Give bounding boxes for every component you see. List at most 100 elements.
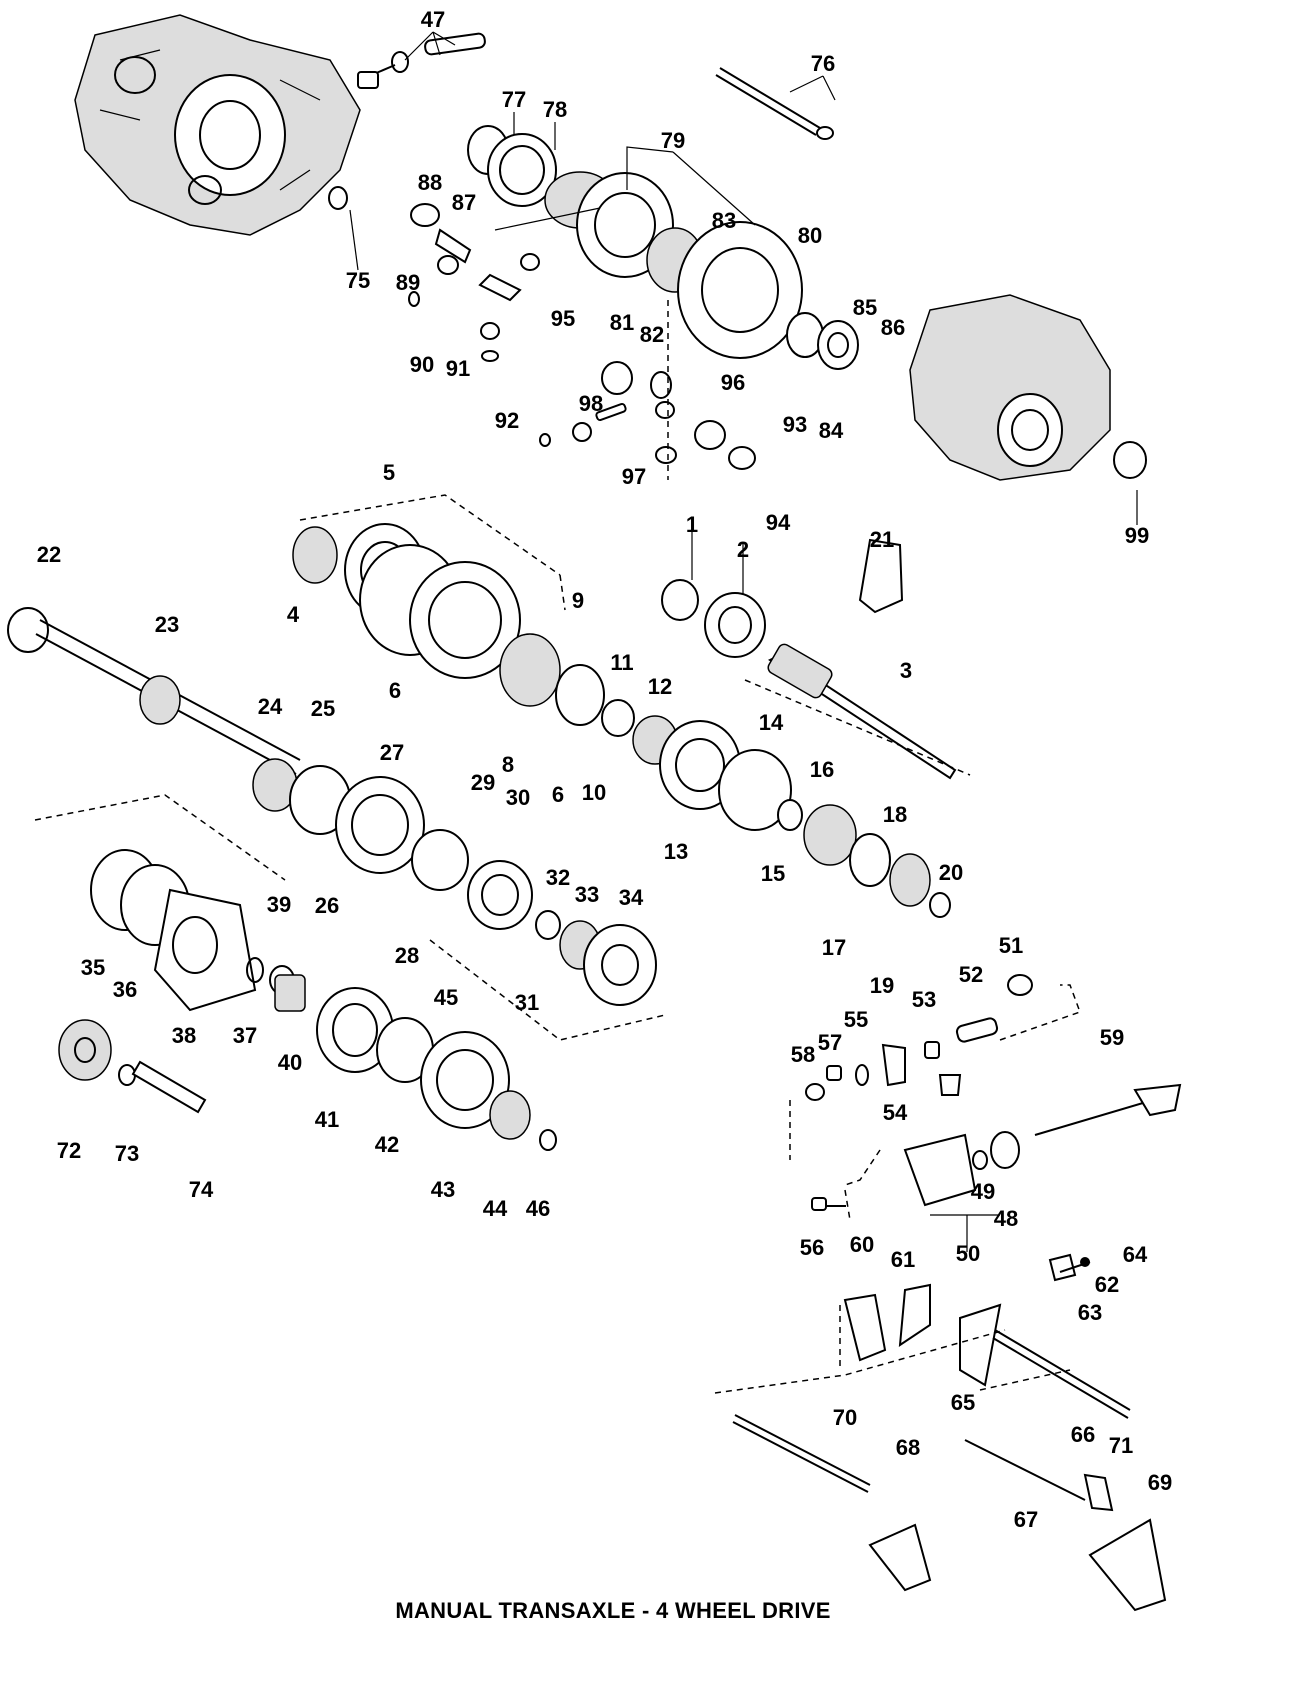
diagram-caption: MANUAL TRANSAXLE - 4 WHEEL DRIVE <box>395 1598 830 1623</box>
part-number-27: 27 <box>380 740 404 765</box>
part-number-49: 49 <box>971 1179 995 1204</box>
part-number-90: 90 <box>410 352 434 377</box>
part-number-36: 36 <box>113 977 137 1002</box>
part-number-42: 42 <box>375 1132 399 1157</box>
part-number-74: 74 <box>189 1177 214 1202</box>
part-number-62: 62 <box>1095 1272 1119 1297</box>
part-number-80: 80 <box>798 223 822 248</box>
shift-mechanism-group <box>714 974 1182 1612</box>
part-number-54: 54 <box>883 1100 908 1125</box>
part-number-95: 95 <box>551 306 575 331</box>
part-number-69: 69 <box>1148 1470 1172 1495</box>
part-number-75: 75 <box>346 268 370 293</box>
transaxle-case-left <box>74 14 361 236</box>
part-number-77: 77 <box>502 87 526 112</box>
part-number-87: 87 <box>452 190 476 215</box>
part-number-76: 76 <box>811 51 835 76</box>
part-number-12: 12 <box>648 674 672 699</box>
part-number-26: 26 <box>315 893 339 918</box>
part-number-labels: 1 2 3 4 5 6 6 8 9 10 11 12 13 14 15 16 1… <box>37 7 1172 1532</box>
part-number-30: 30 <box>506 785 530 810</box>
part-number-84: 84 <box>819 418 844 443</box>
part-number-3: 3 <box>900 658 912 683</box>
part-number-78: 78 <box>543 97 567 122</box>
part-number-6a: 6 <box>389 678 401 703</box>
part-number-35: 35 <box>81 955 105 980</box>
part-number-73: 73 <box>115 1141 139 1166</box>
part-number-85: 85 <box>853 295 877 320</box>
part-number-18: 18 <box>883 802 907 827</box>
part-number-15: 15 <box>761 861 785 886</box>
part-number-44: 44 <box>483 1196 508 1221</box>
part-number-96: 96 <box>721 370 745 395</box>
part-number-59: 59 <box>1100 1025 1124 1050</box>
part-number-68: 68 <box>896 1435 920 1460</box>
part-number-72: 72 <box>57 1138 81 1163</box>
part-number-48: 48 <box>994 1206 1018 1231</box>
part-number-99: 99 <box>1125 523 1149 548</box>
part-number-31: 31 <box>515 990 539 1015</box>
transaxle-case-right <box>909 294 1147 481</box>
part-number-61: 61 <box>891 1247 915 1272</box>
part-number-89: 89 <box>396 270 420 295</box>
part-number-60: 60 <box>850 1232 874 1257</box>
part-number-83: 83 <box>712 208 736 233</box>
part-number-63: 63 <box>1078 1300 1102 1325</box>
part-number-57: 57 <box>818 1030 842 1055</box>
main-gear-train <box>292 494 951 918</box>
part-number-92: 92 <box>495 408 519 433</box>
part-number-51: 51 <box>999 933 1023 958</box>
part-number-52: 52 <box>959 962 983 987</box>
part-number-71: 71 <box>1109 1433 1133 1458</box>
part-number-28: 28 <box>395 943 419 968</box>
part-number-9: 9 <box>572 588 584 613</box>
part-number-40: 40 <box>278 1050 302 1075</box>
part-number-64: 64 <box>1123 1242 1148 1267</box>
part-number-17: 17 <box>822 935 846 960</box>
part-number-16: 16 <box>810 757 834 782</box>
part-number-97: 97 <box>622 464 646 489</box>
part-number-98: 98 <box>579 391 603 416</box>
part-number-93: 93 <box>783 412 807 437</box>
part-number-6b: 6 <box>552 782 564 807</box>
part-number-24: 24 <box>258 694 283 719</box>
part-number-25: 25 <box>311 696 335 721</box>
part-number-53: 53 <box>912 987 936 1012</box>
part-number-10: 10 <box>582 780 606 805</box>
part-number-55: 55 <box>844 1007 868 1032</box>
part-number-39: 39 <box>267 892 291 917</box>
part-number-65: 65 <box>951 1390 975 1415</box>
part-number-91: 91 <box>446 356 470 381</box>
part-number-32: 32 <box>546 865 570 890</box>
shaft-76 <box>715 67 834 140</box>
part-number-21: 21 <box>870 527 894 552</box>
part-number-47: 47 <box>421 7 445 32</box>
part-number-13: 13 <box>664 839 688 864</box>
part-number-5: 5 <box>383 460 395 485</box>
part-number-88: 88 <box>418 170 442 195</box>
part-number-43: 43 <box>431 1177 455 1202</box>
part-number-34: 34 <box>619 885 644 910</box>
bolt-and-seal-47 <box>357 32 486 89</box>
parts-artwork <box>7 14 1182 1612</box>
part-number-46: 46 <box>526 1196 550 1221</box>
part-number-11: 11 <box>610 650 633 675</box>
part-number-23: 23 <box>155 612 179 637</box>
part-number-20: 20 <box>939 860 963 885</box>
part-number-67: 67 <box>1014 1507 1038 1532</box>
part-number-41: 41 <box>315 1107 339 1132</box>
part-number-38: 38 <box>172 1023 196 1048</box>
differential-group <box>408 125 859 480</box>
part-number-56: 56 <box>800 1235 824 1260</box>
extension-gear-group <box>34 794 557 1151</box>
part-number-19: 19 <box>870 973 894 998</box>
part-number-45: 45 <box>434 985 458 1010</box>
part-number-86: 86 <box>881 315 905 340</box>
part-number-79: 79 <box>661 128 685 153</box>
part-number-14: 14 <box>759 710 784 735</box>
part-number-70: 70 <box>833 1405 857 1430</box>
part-number-94: 94 <box>766 510 791 535</box>
part-number-4: 4 <box>287 602 300 627</box>
driven-gear-group <box>58 1019 207 1114</box>
